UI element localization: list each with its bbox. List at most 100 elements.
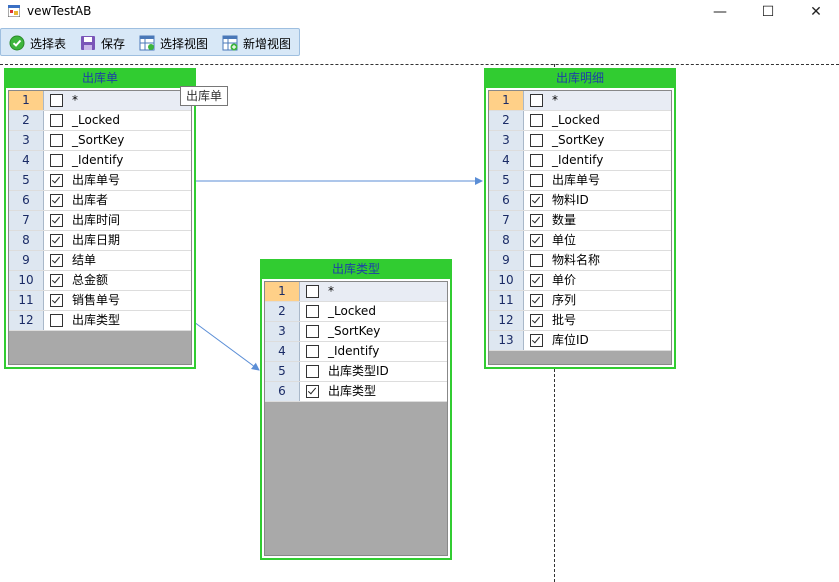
row-number[interactable]: 7 [489,211,524,230]
row-number[interactable]: 2 [265,302,300,321]
table-row[interactable]: 4_Identify [265,342,447,362]
minimize-button[interactable]: — [713,4,727,20]
row-number[interactable]: 6 [489,191,524,210]
field-checkbox[interactable] [530,154,543,167]
new-view-button[interactable]: 新增视图 [222,32,291,54]
row-number[interactable]: 6 [265,382,300,401]
field-checkbox[interactable] [50,214,63,227]
field-checkbox[interactable] [50,274,63,287]
table-row[interactable]: 1* [489,91,671,111]
row-number[interactable]: 8 [9,231,44,250]
field-checkbox[interactable] [530,234,543,247]
row-number[interactable]: 10 [9,271,44,290]
field-checkbox[interactable] [50,114,63,127]
row-number[interactable]: 2 [489,111,524,130]
maximize-button[interactable]: ☐ [761,4,775,20]
field-checkbox[interactable] [50,254,63,267]
field-checkbox[interactable] [306,385,319,398]
field-checkbox[interactable] [530,134,543,147]
row-number[interactable]: 9 [9,251,44,270]
table-row[interactable]: 2_Locked [265,302,447,322]
select-table-button[interactable]: 选择表 [9,32,66,54]
field-checkbox[interactable] [530,254,543,267]
row-number[interactable]: 2 [9,111,44,130]
table-title[interactable]: 出库单 [6,70,194,88]
field-checkbox[interactable] [50,154,63,167]
table-row[interactable]: 1* [9,91,191,111]
row-number[interactable]: 5 [9,171,44,190]
row-number[interactable]: 5 [265,362,300,381]
field-checkbox[interactable] [306,325,319,338]
field-checkbox[interactable] [530,174,543,187]
field-checkbox[interactable] [50,134,63,147]
field-checkbox[interactable] [50,314,63,327]
row-number[interactable]: 3 [9,131,44,150]
field-checkbox[interactable] [530,114,543,127]
field-checkbox[interactable] [50,174,63,187]
field-checkbox[interactable] [50,234,63,247]
field-checkbox[interactable] [50,94,63,107]
row-number[interactable]: 1 [265,282,300,301]
field-checkbox[interactable] [530,194,543,207]
field-checkbox[interactable] [306,345,319,358]
field-checkbox[interactable] [530,274,543,287]
row-number[interactable]: 3 [265,322,300,341]
table-row[interactable]: 3_SortKey [265,322,447,342]
row-number[interactable]: 11 [489,291,524,310]
table-row[interactable]: 2_Locked [9,111,191,131]
field-checkbox[interactable] [50,194,63,207]
table-title[interactable]: 出库类型 [262,261,450,279]
row-number[interactable]: 3 [489,131,524,150]
field-checkbox[interactable] [530,294,543,307]
field-checkbox[interactable] [306,285,319,298]
row-number[interactable]: 7 [9,211,44,230]
row-number[interactable]: 13 [489,331,524,350]
row-number[interactable]: 6 [9,191,44,210]
select-view-button[interactable]: 选择视图 [139,32,208,54]
table-row[interactable]: 3_SortKey [9,131,191,151]
field-checkbox[interactable] [306,305,319,318]
row-number[interactable]: 10 [489,271,524,290]
row-number[interactable]: 11 [9,291,44,310]
row-number[interactable]: 1 [489,91,524,110]
row-number[interactable]: 4 [9,151,44,170]
row-number[interactable]: 8 [489,231,524,250]
close-button[interactable]: ✕ [810,4,822,20]
row-number[interactable]: 12 [9,311,44,330]
field-checkbox[interactable] [530,314,543,327]
field-checkbox[interactable] [530,334,543,347]
row-number[interactable]: 1 [9,91,44,110]
field-checkbox[interactable] [530,214,543,227]
table-row[interactable]: 1* [265,282,447,302]
table-row[interactable]: 4_Identify [9,151,191,171]
row-number[interactable]: 4 [489,151,524,170]
table-row[interactable]: 3_SortKey [489,131,671,151]
field-checkbox[interactable] [530,94,543,107]
field-checkbox[interactable] [306,365,319,378]
table-row[interactable]: 4_Identify [489,151,671,171]
row-number[interactable]: 12 [489,311,524,330]
table-row[interactable]: 2_Locked [489,111,671,131]
row-number[interactable]: 5 [489,171,524,190]
